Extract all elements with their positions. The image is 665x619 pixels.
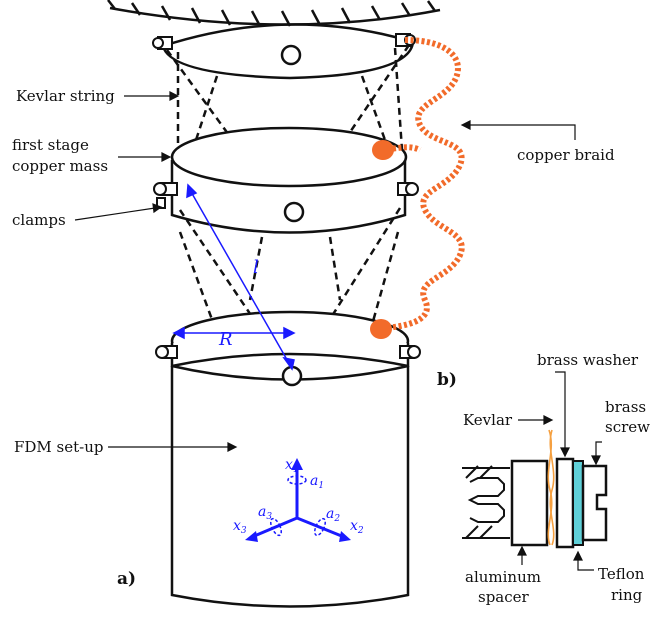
coordinate-axes [245, 458, 351, 542]
rotation-a3-label: a3 [258, 504, 272, 522]
leader-teflon-ring [573, 550, 594, 571]
top-plate-clamp-left [152, 36, 173, 50]
brass-screw [581, 464, 608, 542]
first-stage-copper-mass [170, 126, 408, 234]
leader-aluminum-spacer [517, 545, 527, 565]
teflon-ring [572, 460, 584, 546]
leader-kevlar [518, 415, 554, 425]
copper-braid [381, 37, 465, 331]
leader-copper-braid [460, 120, 576, 140]
label-brass-washer: brass washer [537, 351, 639, 369]
label-clamps: clamps [12, 211, 66, 229]
length-l-arrow [186, 183, 295, 371]
label-aluminum-spacer-2: spacer [478, 588, 530, 606]
label-fdm-setup: FDM set-up [14, 438, 104, 456]
leader-brass-screw [591, 441, 602, 466]
leader-kevlar-string [124, 91, 180, 101]
panel-b-label: b) [437, 370, 457, 390]
rotation-a2-label: a2 [326, 506, 340, 524]
kevlar-fiber [547, 429, 555, 546]
symbol-l: l [253, 257, 259, 278]
braid-joint-lower [370, 319, 392, 339]
first-stage-clamp-left [153, 182, 178, 209]
label-kevlar: Kevlar [463, 411, 513, 429]
ceiling [107, 0, 441, 27]
brass-washer [555, 457, 575, 549]
label-teflon-ring-1: Teflon [598, 565, 645, 583]
axis-x3-label: x3 [233, 518, 247, 536]
label-first-stage-2: copper mass [12, 157, 108, 175]
label-brass-screw-2: screw [605, 418, 650, 436]
leader-fdm-setup [108, 442, 238, 452]
rotation-a1-label: a1 [310, 473, 324, 491]
first-stage-pivot [283, 201, 305, 223]
panel-a-label: a) [117, 569, 136, 589]
rotation-arcs [269, 475, 327, 537]
fdm-clamp-left [155, 345, 178, 359]
fdm-clamp-right [399, 345, 421, 359]
symbol-R: R [218, 329, 233, 350]
axis-x1-label: x1 [285, 457, 299, 475]
aluminum-spacer [510, 459, 549, 547]
threaded-hole [462, 465, 510, 539]
label-teflon-ring-2: ring [611, 586, 643, 604]
label-brass-screw-1: brass [605, 398, 646, 416]
leader-brass-washer [555, 371, 570, 458]
first-stage-clamp-right [397, 182, 419, 196]
braid-joint-upper [372, 140, 394, 160]
leader-clamps [74, 203, 163, 221]
radius-R-arrow [172, 326, 296, 340]
top-plate [161, 23, 415, 80]
leader-first-stage [118, 152, 172, 162]
label-aluminum-spacer-1: aluminum [465, 568, 541, 586]
label-kevlar-string: Kevlar string [16, 87, 115, 105]
label-copper-braid: copper braid [517, 146, 615, 164]
label-first-stage-1: first stage [12, 136, 89, 154]
axis-x2-label: x2 [350, 518, 364, 536]
